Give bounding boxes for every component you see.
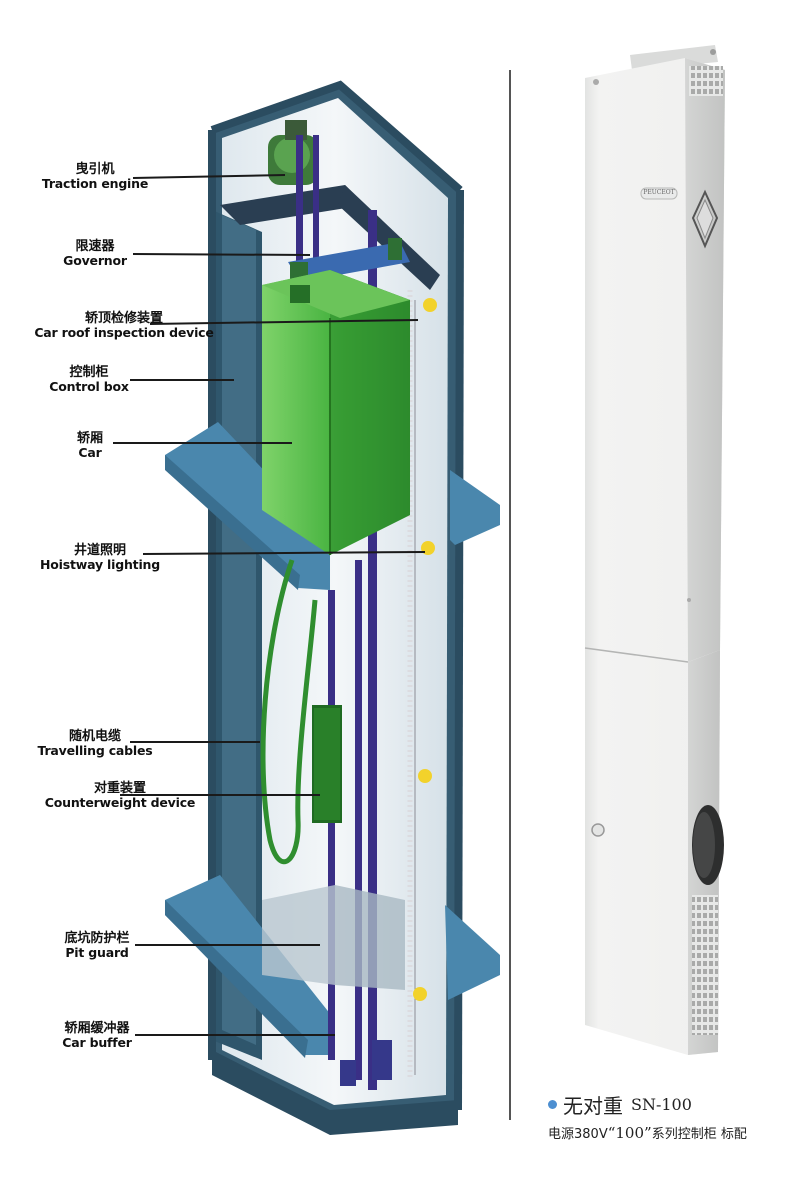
label-travelling-cables: 随机电缆 Travelling cables bbox=[30, 729, 160, 759]
pit-guard bbox=[262, 885, 405, 990]
leader-traction bbox=[132, 174, 286, 179]
label-zh: 轿顶检修装置 bbox=[84, 311, 163, 326]
label-en: Traction engine bbox=[41, 176, 149, 192]
elevator-car bbox=[262, 270, 410, 555]
label-car: 轿厢 Car bbox=[60, 431, 120, 461]
label-en: Car bbox=[78, 445, 102, 461]
label-counterweight: 对重装置 Counterweight device bbox=[40, 781, 200, 811]
hoistway-lamps bbox=[413, 298, 437, 1001]
label-en: Counterweight device bbox=[44, 795, 196, 811]
label-zh: 轿厢缓冲器 bbox=[64, 1021, 130, 1036]
label-zh: 井道照明 bbox=[73, 543, 126, 558]
label-zh: 限速器 bbox=[75, 239, 115, 254]
label-zh: 对重装置 bbox=[93, 781, 146, 796]
leader-governor bbox=[132, 253, 311, 256]
leader-roof bbox=[149, 319, 419, 325]
leader-lighting bbox=[142, 551, 426, 555]
label-governor: 限速器 Governor bbox=[40, 239, 150, 269]
label-zh: 曳引机 bbox=[75, 162, 115, 177]
cabinet-brand: PEUCEOT bbox=[643, 189, 675, 196]
machine-beams bbox=[220, 185, 440, 290]
label-en: Travelling cables bbox=[37, 743, 153, 759]
label-zh: 控制柜 bbox=[69, 365, 109, 380]
label-control-box: 控制柜 Control box bbox=[34, 365, 144, 395]
label-traction-engine: 曳引机 Traction engine bbox=[40, 162, 150, 192]
label-zh: 底坑防护栏 bbox=[64, 931, 130, 946]
car-buffer bbox=[340, 1040, 392, 1086]
label-zh: 随机电缆 bbox=[68, 729, 121, 744]
panel-divider bbox=[509, 70, 511, 1120]
caption-model: SN-100 bbox=[631, 1095, 692, 1114]
counterweight bbox=[312, 705, 342, 823]
label-en: Hoistway lighting bbox=[40, 557, 160, 573]
bullet-dot-icon bbox=[548, 1100, 557, 1109]
label-en: Governor bbox=[63, 253, 127, 269]
caption-spec-series: “100” bbox=[607, 1124, 652, 1142]
caption-spec-suffix: 系列控制柜 标配 bbox=[651, 1127, 747, 1142]
caption-line-2: 电源380V“100”系列控制柜 标配 bbox=[548, 1123, 788, 1142]
leader-lines bbox=[113, 174, 426, 1036]
caption-spec-prefix: 电源380V bbox=[548, 1127, 608, 1142]
travelling-cable bbox=[260, 559, 318, 865]
label-car-buffer: 轿厢缓冲器 Car buffer bbox=[42, 1021, 152, 1051]
label-en: Pit guard bbox=[65, 945, 129, 961]
label-en: Car roof inspection device bbox=[34, 325, 214, 341]
floor-slab-upper bbox=[165, 422, 500, 590]
floor-slab-lower bbox=[165, 875, 500, 1058]
label-car-roof-inspection: 轿顶检修装置 Car roof inspection device bbox=[34, 311, 214, 341]
label-zh: 轿厢 bbox=[76, 431, 103, 446]
caption-title: 无对重 bbox=[563, 1094, 623, 1118]
caption-line-1: 无对重 SN-100 bbox=[548, 1090, 788, 1119]
control-cabinet bbox=[584, 45, 725, 1055]
label-pit-guard: 底坑防护栏 Pit guard bbox=[42, 931, 152, 961]
product-caption: 无对重 SN-100 电源380V“100”系列控制柜 标配 bbox=[548, 1090, 788, 1142]
label-en: Car buffer bbox=[62, 1035, 132, 1051]
label-en: Control box bbox=[49, 379, 129, 395]
label-hoistway-lighting: 井道照明 Hoistway lighting bbox=[30, 543, 170, 573]
